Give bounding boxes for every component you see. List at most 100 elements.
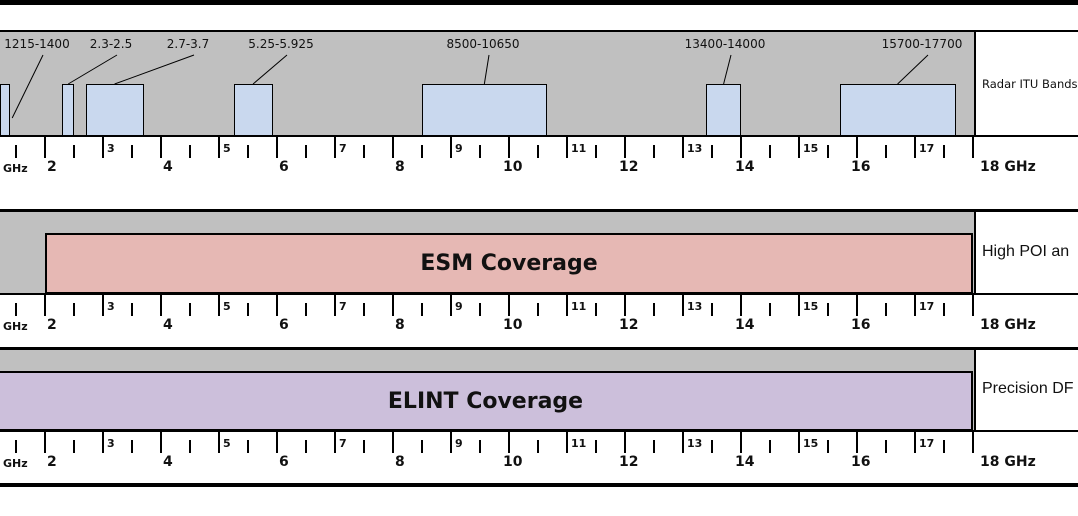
axis-minor-tick	[305, 145, 307, 158]
axis-major-tick	[276, 294, 278, 316]
radar-band-label: 8500-10650	[446, 37, 520, 51]
axis-major-tick	[856, 431, 858, 453]
axis-major-tick	[276, 431, 278, 453]
top-border	[0, 0, 1078, 5]
elint-coverage-bar: ELINT Coverage	[0, 371, 973, 431]
axis-minor-label: 11	[571, 142, 587, 155]
axis-major-tick	[566, 431, 568, 453]
axis-minor-tick	[421, 440, 423, 453]
axis-major-tick	[856, 136, 858, 158]
axis-major-tick	[798, 431, 800, 453]
axis-major-label: 16	[851, 159, 871, 175]
axis-major-tick	[218, 136, 220, 158]
axis-minor-label: 17	[919, 300, 935, 313]
axis-minor-tick	[421, 303, 423, 316]
axis-major-label: 4	[163, 454, 173, 470]
axis-minor-label: 17	[919, 142, 935, 155]
axis-major-tick	[798, 136, 800, 158]
axis-minor-tick	[653, 303, 655, 316]
axis-major-label: 8	[395, 317, 405, 333]
axis-major-tick	[682, 136, 684, 158]
axis-major-tick	[44, 431, 46, 453]
axis-major-tick	[102, 431, 104, 453]
esm-coverage-label: ESM Coverage	[420, 251, 598, 276]
axis-major-tick	[566, 294, 568, 316]
elint-coverage-label: ELINT Coverage	[387, 388, 584, 414]
esm-coverage-bar: ESM Coverage	[45, 233, 973, 294]
axis-major-label: 4	[163, 159, 173, 175]
esm-side-label: High POI an	[982, 243, 1070, 260]
axis-major-label: 12	[619, 454, 639, 470]
axis-left-unit: GHz	[3, 320, 28, 333]
axis-minor-tick	[363, 145, 365, 158]
axis-minor-label: 17	[919, 437, 935, 450]
axis-minor-tick	[131, 303, 133, 316]
axis-minor-tick	[711, 145, 713, 158]
axis-major-tick	[160, 431, 162, 453]
radar-panel-top-line	[0, 30, 1078, 32]
axis-minor-label: 5	[223, 300, 231, 313]
axis-major-label: 16	[851, 454, 871, 470]
axis-minor-label: 11	[571, 300, 587, 313]
axis-major-tick	[682, 294, 684, 316]
axis-minor-tick	[885, 303, 887, 316]
axis-minor-label: 7	[339, 300, 347, 313]
axis-major-tick	[972, 136, 974, 158]
axis-major-tick	[334, 431, 336, 453]
axis-minor-tick	[189, 440, 191, 453]
axis-major-tick	[624, 431, 626, 453]
axis-major-tick	[740, 294, 742, 316]
axis-major-label: 2	[47, 317, 57, 333]
axis-minor-tick	[711, 303, 713, 316]
axis-major-tick	[392, 136, 394, 158]
axis-minor-label: 11	[571, 437, 587, 450]
axis-left-unit: GHz	[3, 457, 28, 470]
axis-minor-label: 5	[223, 437, 231, 450]
axis-major-tick	[392, 431, 394, 453]
axis-minor-tick	[479, 303, 481, 316]
axis-minor-tick	[943, 145, 945, 158]
axis-minor-label: 13	[687, 142, 703, 155]
radar-side-label: Radar ITU Bands	[982, 77, 1078, 91]
axis-minor-label: 3	[107, 142, 115, 155]
radar-band-box	[233, 84, 273, 136]
axis-minor-label: 13	[687, 437, 703, 450]
axis-major-label: 10	[503, 454, 523, 470]
axis-minor-tick	[943, 303, 945, 316]
axis-minor-label: 15	[803, 437, 819, 450]
axis-major-tick	[508, 294, 510, 316]
axis-minor-tick	[769, 440, 771, 453]
axis-minor-tick	[363, 303, 365, 316]
axis-minor-tick	[15, 440, 17, 453]
axis-major-tick	[160, 294, 162, 316]
band-leader-line	[252, 54, 288, 85]
elint-side-label: Precision DF	[982, 380, 1074, 397]
axis-major-label: 2	[47, 454, 57, 470]
axis-major-tick	[856, 294, 858, 316]
axis-minor-label: 5	[223, 142, 231, 155]
axis-minor-tick	[885, 145, 887, 158]
axis-major-tick	[624, 294, 626, 316]
axis-major-tick	[334, 136, 336, 158]
axis-major-label: 12	[619, 159, 639, 175]
radar-band-label: 2.3-2.5	[89, 37, 133, 51]
axis-major-tick	[508, 431, 510, 453]
axis-major-label: 8	[395, 159, 405, 175]
radar-band-label: 2.7-3.7	[166, 37, 210, 51]
axis-minor-tick	[73, 440, 75, 453]
axis-minor-label: 9	[455, 437, 463, 450]
axis-minor-tick	[943, 440, 945, 453]
axis-major-label: 14	[735, 454, 755, 470]
radar-panel-divider	[974, 30, 976, 137]
axis-major-tick	[914, 136, 916, 158]
axis-minor-tick	[15, 145, 17, 158]
axis-major-tick	[740, 136, 742, 158]
esm-panel-divider	[974, 209, 976, 294]
radar-band-box	[85, 84, 144, 136]
axis-minor-tick	[537, 303, 539, 316]
axis-minor-tick	[595, 145, 597, 158]
axis-minor-label: 9	[455, 300, 463, 313]
axis-major-tick	[44, 136, 46, 158]
axis-minor-label: 15	[803, 300, 819, 313]
